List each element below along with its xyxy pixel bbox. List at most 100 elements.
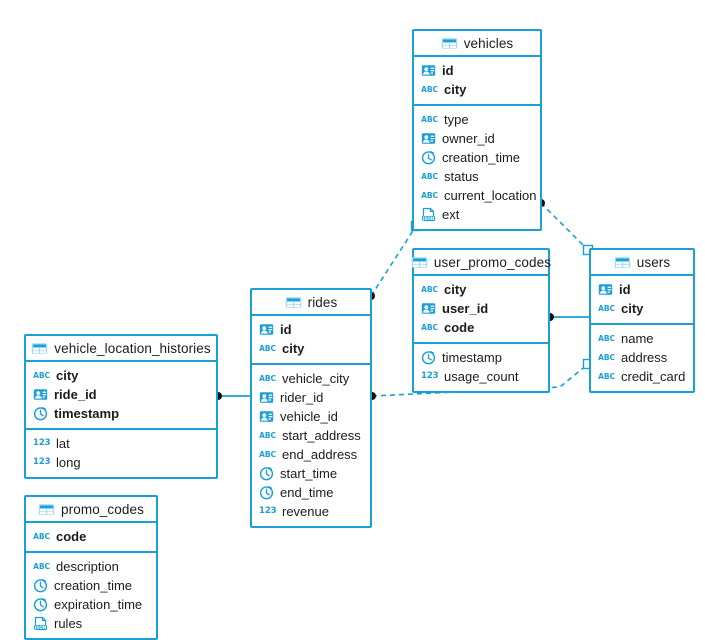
key-field-row[interactable]: id bbox=[252, 320, 370, 339]
field-label: usage_count bbox=[444, 369, 519, 384]
field-label: user_id bbox=[442, 301, 489, 316]
field-label: city bbox=[282, 341, 305, 356]
entity-name-label: vehicle_location_histories bbox=[54, 340, 211, 356]
field-row[interactable]: vehicle_id bbox=[252, 407, 370, 426]
entity-title-rides[interactable]: rides bbox=[252, 290, 370, 316]
relationship-vehicle-location-histories-to-rides[interactable] bbox=[214, 392, 250, 400]
key-field-row[interactable]: ride_id bbox=[26, 385, 216, 404]
clock-icon bbox=[421, 150, 436, 165]
field-row[interactable]: JSON rules bbox=[26, 614, 156, 633]
field-row[interactable]: end_time bbox=[252, 483, 370, 502]
key-person-icon bbox=[421, 131, 436, 146]
table-icon bbox=[411, 255, 428, 270]
field-label: end_address bbox=[282, 447, 358, 462]
field-label: revenue bbox=[282, 504, 329, 519]
123-number-icon: 123 bbox=[33, 457, 50, 467]
field-row[interactable]: owner_id bbox=[414, 129, 540, 148]
relationship-vehicles-to-users[interactable] bbox=[537, 199, 594, 256]
relationship-user-promo-codes-to-users[interactable] bbox=[546, 313, 589, 321]
key-person-icon bbox=[259, 390, 274, 405]
field-label: lat bbox=[56, 436, 70, 451]
field-row[interactable]: start_time bbox=[252, 464, 370, 483]
json-icon: JSON bbox=[421, 207, 436, 222]
entity-name-label: users bbox=[636, 254, 671, 270]
field-label: code bbox=[56, 529, 87, 544]
clock-icon bbox=[33, 578, 48, 593]
entity-name-label: user_promo_codes bbox=[433, 254, 552, 270]
field-row[interactable]: timestamp bbox=[414, 348, 548, 367]
entity-title-vehicles[interactable]: vehicles bbox=[414, 31, 540, 57]
abc-string-icon: ABC bbox=[33, 371, 50, 380]
abc-string-icon: ABC bbox=[259, 344, 276, 353]
field-label: ride_id bbox=[54, 387, 97, 402]
entity-name-label: vehicles bbox=[463, 35, 514, 51]
field-label: rules bbox=[54, 616, 83, 631]
abc-string-icon: ABC bbox=[421, 191, 438, 200]
key-field-row[interactable]: timestamp bbox=[26, 404, 216, 423]
field-row[interactable]: ABC address bbox=[591, 348, 693, 367]
field-label: name bbox=[621, 331, 654, 346]
field-row[interactable]: rider_id bbox=[252, 388, 370, 407]
field-row[interactable]: expiration_time bbox=[26, 595, 156, 614]
field-label: city bbox=[444, 282, 467, 297]
entity-title-user_promo_codes[interactable]: user_promo_codes bbox=[411, 250, 552, 276]
123-number-icon: 123 bbox=[33, 438, 50, 448]
abc-string-icon: ABC bbox=[598, 353, 615, 362]
field-label: address bbox=[621, 350, 668, 365]
entity-title-promo_codes[interactable]: promo_codes bbox=[26, 497, 156, 523]
field-label: rider_id bbox=[280, 390, 324, 405]
field-label: timestamp bbox=[54, 406, 120, 421]
field-row[interactable]: ABC current_location bbox=[414, 186, 540, 205]
field-label: description bbox=[56, 559, 119, 574]
table-icon bbox=[285, 295, 302, 310]
key-person-icon bbox=[33, 387, 48, 402]
entity-title-vehicle_location_histories[interactable]: vehicle_location_histories bbox=[26, 336, 216, 362]
entity-title-users[interactable]: users bbox=[591, 250, 693, 276]
svg-text:JSON: JSON bbox=[34, 625, 47, 630]
key-person-icon bbox=[259, 322, 274, 337]
field-row[interactable]: JSON ext bbox=[414, 205, 540, 224]
field-row[interactable]: creation_time bbox=[414, 148, 540, 167]
field-label: id bbox=[619, 282, 631, 297]
clock-icon bbox=[421, 350, 436, 365]
key-field-row[interactable]: user_id bbox=[414, 299, 548, 318]
field-label: end_time bbox=[280, 485, 334, 500]
field-label: current_location bbox=[444, 188, 537, 203]
key-field-row[interactable]: ABC city bbox=[252, 339, 370, 358]
clock-icon bbox=[259, 466, 274, 481]
field-label: ext bbox=[442, 207, 460, 222]
field-row[interactable]: 123 lat bbox=[26, 434, 216, 453]
abc-string-icon: ABC bbox=[33, 562, 50, 571]
svg-text:JSON: JSON bbox=[422, 216, 435, 221]
key-field-row[interactable]: id bbox=[414, 61, 540, 80]
key-field-row[interactable]: id bbox=[591, 280, 693, 299]
field-row[interactable]: creation_time bbox=[26, 576, 156, 595]
field-row[interactable]: ABC description bbox=[26, 557, 156, 576]
